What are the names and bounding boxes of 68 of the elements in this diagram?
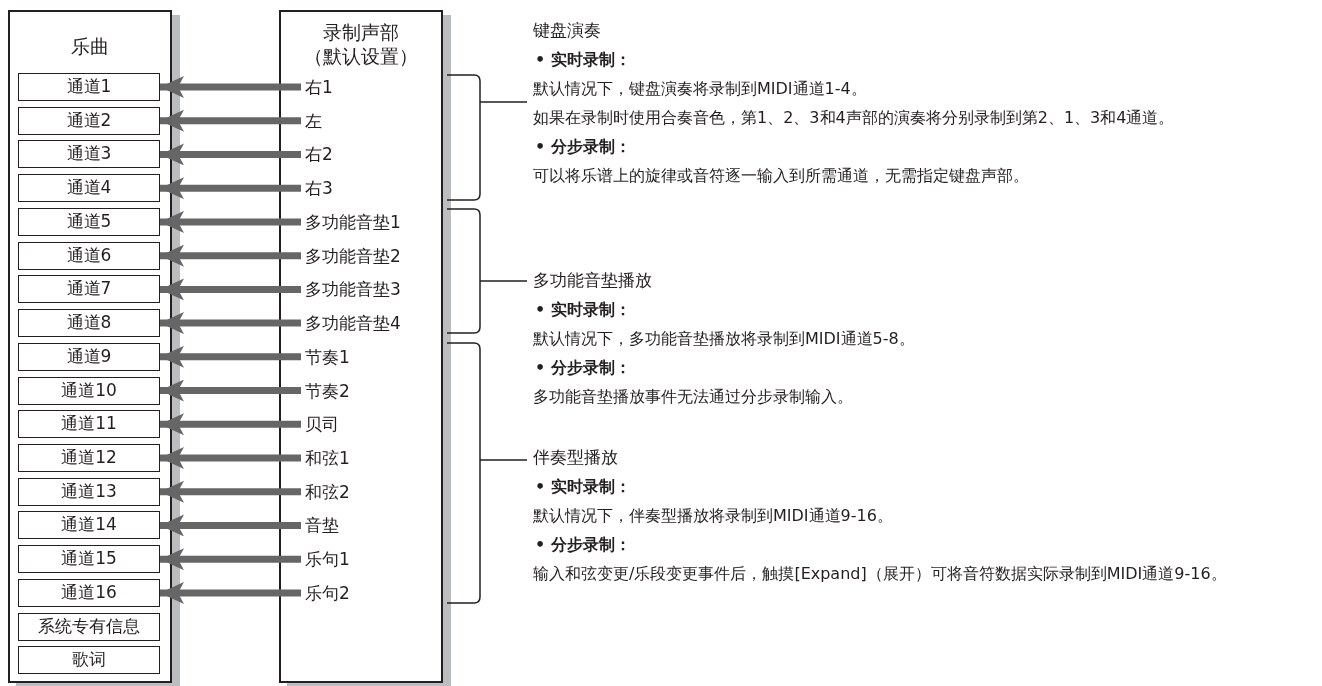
arrow [160,312,301,335]
arrow [160,379,301,402]
bullet-heading: • 分步录制： [534,534,632,556]
arrow [160,548,301,571]
part-label: 右3 [305,177,333,200]
part-label: 左 [305,109,322,132]
channel-box: 通道10 [18,376,160,405]
channel-box: 通道1 [18,73,160,101]
bullet-heading: • 分步录制： [534,136,632,158]
part-label: 右2 [305,143,333,166]
part-label: 节奏1 [305,345,350,368]
channel-box: 系统专有信息 [18,612,160,641]
channel-box: 通道3 [18,140,160,169]
panel-title: 乐曲 [70,34,110,58]
channel-box: 通道11 [18,410,160,439]
channel-box: 通道16 [18,578,160,607]
body-text: 如果在录制时使用合奏音色，第1、2、3和4声部的演奏将分别录制到第2、1、3和4通道。 [533,107,1176,129]
part-label: 多功能音垫1 [305,210,401,233]
section-heading: 伴奏型播放 [533,446,619,469]
body-text: 默认情况下，键盘演奏将录制到MIDI通道1-4。 [533,78,868,100]
panel-title: 录制声部（默认设置） [303,20,419,68]
channel-box: 通道14 [18,511,160,540]
body-text: 默认情况下，多功能音垫播放将录制到MIDI通道5-8。 [533,328,916,350]
part-label: 和弦2 [305,480,350,503]
bullet-heading: • 分步录制： [534,357,632,379]
arrow [160,480,301,503]
channel-box: 通道5 [18,207,160,236]
bullet-heading: • 实时录制： [534,49,632,71]
channel-box: 通道2 [18,106,160,135]
part-label: 右1 [305,76,333,98]
bullet-heading: • 实时录制： [534,299,632,321]
arrow [160,514,301,537]
body-text: 输入和弦变更/乐段变更事件后，触摸[Expand]（展开）可将音符数据实际录制到MIDI通道9-16。 [533,563,1228,585]
arrow [160,76,301,98]
arrow [160,177,301,200]
part-label: 贝司 [305,413,339,436]
arrow [160,345,301,368]
part-label: 和弦1 [305,447,350,469]
channel-box: 通道4 [18,174,160,203]
channel-box: 通道9 [18,342,160,371]
channel-box: 歌词 [18,646,160,675]
arrow [160,413,301,436]
arrow [160,109,301,132]
body-text: 默认情况下，伴奏型播放将录制到MIDI通道9-16。 [533,505,894,527]
body-text: 多功能音垫播放事件无法通过分步录制输入。 [533,386,854,408]
channel-box: 通道8 [18,309,160,338]
channel-box: 通道6 [18,241,160,270]
part-label: 节奏2 [305,379,350,402]
arrow [160,278,301,301]
arrow [160,210,301,233]
channel-box: 通道15 [18,545,160,574]
channel-box: 通道13 [18,477,160,506]
channel-box: 通道12 [18,444,160,472]
arrow [160,447,301,469]
channel-box: 通道7 [18,275,160,304]
part-label: 多功能音垫3 [305,278,401,301]
arrow [160,244,301,267]
bullet-heading: • 实时录制： [534,476,632,498]
part-label: 多功能音垫4 [305,312,401,335]
section-heading: 键盘演奏 [533,19,602,42]
body-text: 可以将乐谱上的旋律或音符逐一输入到所需通道，无需指定键盘声部。 [533,165,1030,187]
arrow [160,581,301,604]
section-heading: 多功能音垫播放 [533,269,653,292]
part-label: 多功能音垫2 [305,244,401,267]
part-label: 乐句1 [305,548,350,571]
part-label: 乐句2 [305,581,350,604]
arrow [160,143,301,166]
part-label: 音垫 [305,514,339,537]
